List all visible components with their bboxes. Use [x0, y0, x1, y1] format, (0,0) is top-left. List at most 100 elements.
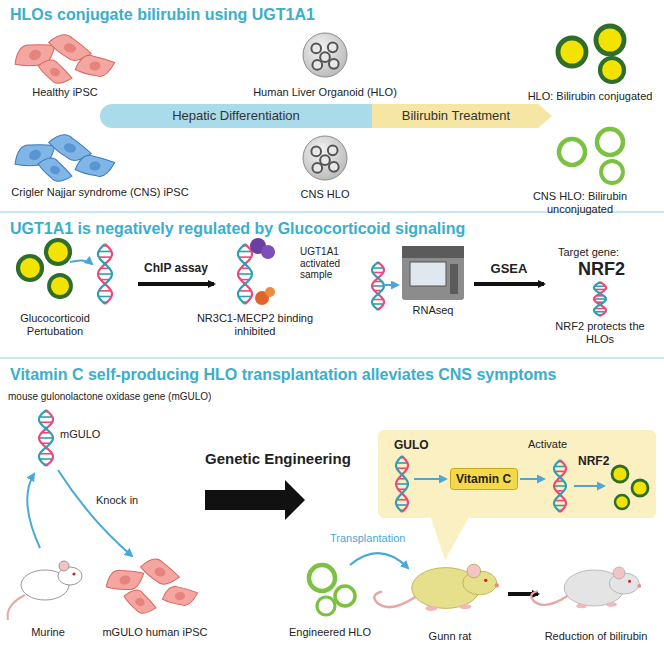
inset-panel: GULOActivateNRF2Vitamin C	[378, 430, 656, 518]
arrow	[138, 282, 214, 286]
drawing-part	[628, 580, 631, 583]
drawing-part	[49, 66, 61, 77]
arrow	[27, 474, 40, 548]
conjugated-hlo	[632, 480, 648, 496]
label: Genetic Engineering	[205, 450, 355, 467]
drawing-part	[637, 584, 641, 588]
drawing-part	[484, 579, 487, 582]
drawing-part	[312, 60, 322, 70]
drawing-part	[98, 244, 112, 304]
box-label: Vitamin C	[450, 468, 518, 490]
drawing-part	[39, 410, 53, 466]
drawing-part	[329, 162, 339, 172]
drawing-part	[396, 456, 408, 512]
label: Transplantation	[330, 532, 430, 545]
drawing-part	[239, 296, 252, 298]
label: mGULO human iPSC	[90, 626, 220, 639]
drawing-part	[396, 483, 408, 485]
band-label: Bilirubin Treatment	[372, 104, 552, 128]
drawing-part	[40, 421, 52, 423]
drawing-part	[320, 155, 330, 165]
drawing-part	[40, 416, 53, 418]
sequencer	[402, 246, 464, 300]
drawing-part	[554, 505, 565, 507]
cell	[73, 151, 116, 180]
drawing-part	[372, 267, 383, 269]
cell	[160, 583, 199, 610]
drawing-part	[459, 604, 471, 609]
drawing-part	[99, 256, 111, 258]
conjugated-hlo	[558, 38, 586, 66]
conjugated-hlo	[612, 466, 628, 482]
drawing-part	[613, 567, 625, 579]
drawing-part	[402, 246, 464, 258]
arrow	[384, 284, 398, 286]
drawing-part	[73, 51, 116, 80]
drawing-part	[99, 251, 112, 253]
drawing-part	[134, 597, 146, 608]
arrow	[520, 478, 544, 480]
organoid	[303, 136, 347, 180]
label: GSEA	[474, 262, 544, 277]
dna-helix	[594, 282, 606, 316]
drawing-part	[372, 262, 384, 310]
section-title: HLOs conjugate bilirubin using UGT1A1	[10, 6, 660, 24]
arrow	[474, 282, 544, 286]
drawing-part	[303, 136, 347, 180]
callout-pointer	[430, 515, 470, 560]
drawing-part	[410, 262, 446, 286]
drawing-part	[372, 104, 552, 128]
label: ChIP assay	[131, 262, 221, 276]
label: Gunn rat	[405, 630, 495, 643]
section-title: Vitamin C self-producing HLO transplanta…	[10, 366, 660, 384]
unconjugated-hlo	[597, 129, 623, 155]
drawing-part	[40, 458, 53, 460]
label: Murine	[3, 626, 93, 639]
drawing-part	[121, 586, 160, 617]
label: NR3C1-MECP2 binding inhibited	[195, 312, 315, 337]
inset-label: Activate	[528, 438, 567, 450]
process-band: Hepatic Differentiation	[100, 104, 372, 128]
drawing-part	[63, 142, 77, 154]
drawing-part	[495, 583, 499, 587]
label: NRF2	[578, 259, 648, 280]
label: CNS HLO	[265, 188, 385, 201]
drawing-part	[372, 303, 383, 305]
label: mGULO	[60, 428, 120, 441]
cell	[138, 556, 183, 588]
inset-label: NRF2	[578, 454, 609, 468]
drawing-part	[396, 504, 407, 506]
conjugated-hlo	[18, 256, 42, 280]
organoid	[303, 33, 347, 77]
drawing-part	[73, 151, 116, 180]
label: Target gene:	[558, 246, 658, 259]
label: Knock in	[96, 494, 166, 507]
arrow	[574, 485, 604, 487]
drawing-part	[153, 566, 166, 578]
label: Glucocorticoid Pertubation	[5, 312, 105, 337]
drawing-part	[238, 244, 252, 304]
arrow-band: Bilirubin Treatment	[372, 104, 552, 128]
drawing-part	[328, 42, 338, 52]
rat	[374, 564, 499, 611]
dna-helix	[98, 244, 112, 304]
drawing-part	[39, 437, 53, 439]
arrow	[58, 470, 132, 556]
drawing-part	[238, 273, 252, 275]
drawing-part	[554, 460, 566, 512]
drawing-part	[554, 460, 566, 512]
vitamin-box: Vitamin C	[450, 468, 518, 490]
dna-helix	[238, 244, 252, 304]
cell	[121, 586, 160, 617]
drawing-part	[328, 145, 338, 155]
drawing-part	[372, 262, 384, 310]
label: Reduction of bilirubin	[531, 630, 661, 643]
separator	[0, 357, 664, 359]
band-label: Hepatic Differentiation	[100, 104, 372, 128]
mouse	[8, 561, 82, 620]
drawing-part	[378, 430, 656, 518]
drawing-part	[8, 595, 25, 620]
drawing-part	[467, 564, 481, 578]
dna-helix	[39, 410, 53, 466]
